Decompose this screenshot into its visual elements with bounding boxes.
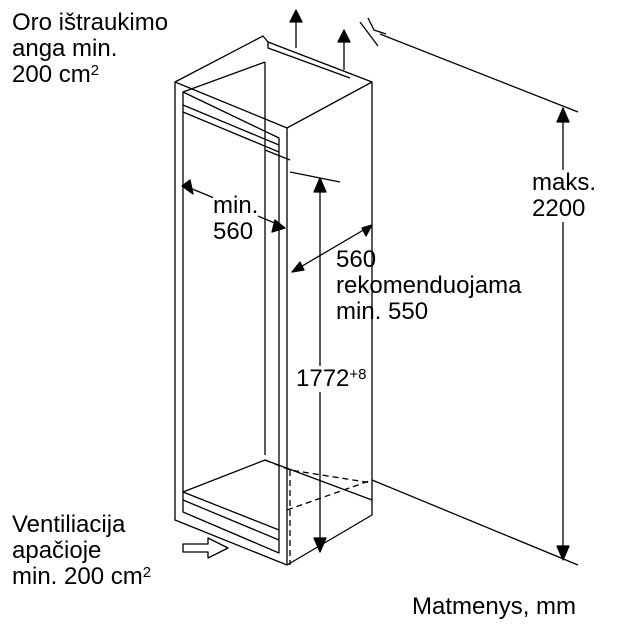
bottom-vent-label: Ventiliacija apačioje min. 200 cm2 <box>12 512 151 590</box>
bottom-vent-line2: apačioje <box>12 537 102 564</box>
bottom-vent-arrow <box>182 537 229 559</box>
min-width-line1: min. <box>213 192 259 219</box>
min-width-line2: 560 <box>213 218 254 245</box>
niche-opening <box>182 91 280 554</box>
height-line <box>289 171 341 550</box>
bottom-vent-line1: Ventiliacija <box>12 511 126 538</box>
min-width-label: min. 560 <box>213 192 259 245</box>
max-height-label: maks. 2200 <box>532 169 597 222</box>
depth-line1: 560 <box>336 246 377 273</box>
depth-label: 560 rekomenduojama min. 550 <box>336 247 521 325</box>
max-height-line1: maks. <box>532 169 597 196</box>
units-label: Matmenys, mm <box>412 593 577 620</box>
max-height-line2: 2200 <box>532 195 586 222</box>
bottom-shelf <box>182 459 373 541</box>
top-vent-line2: anga min. <box>12 35 118 62</box>
top-vent-label: Oro ištraukimo anga min. 200 cm2 <box>12 10 168 88</box>
vent-arrow-left <box>289 9 303 48</box>
depth-line3: min. 550 <box>336 298 429 325</box>
niche-outline <box>174 35 373 566</box>
bottom-vent-line3: min. 200 cm2 <box>12 563 152 590</box>
depth-line2: rekomenduojama <box>336 272 522 299</box>
height-label: 1772+8 <box>296 365 367 392</box>
top-vent-line1: Oro ištraukimo <box>12 9 169 36</box>
top-shelf <box>182 61 280 455</box>
depth-top-marker <box>359 17 387 47</box>
vent-arrow-right <box>337 29 351 70</box>
bottom-dashed <box>264 459 373 565</box>
depth-line <box>291 224 373 273</box>
top-vent-line3: 200 cm2 <box>12 61 100 88</box>
